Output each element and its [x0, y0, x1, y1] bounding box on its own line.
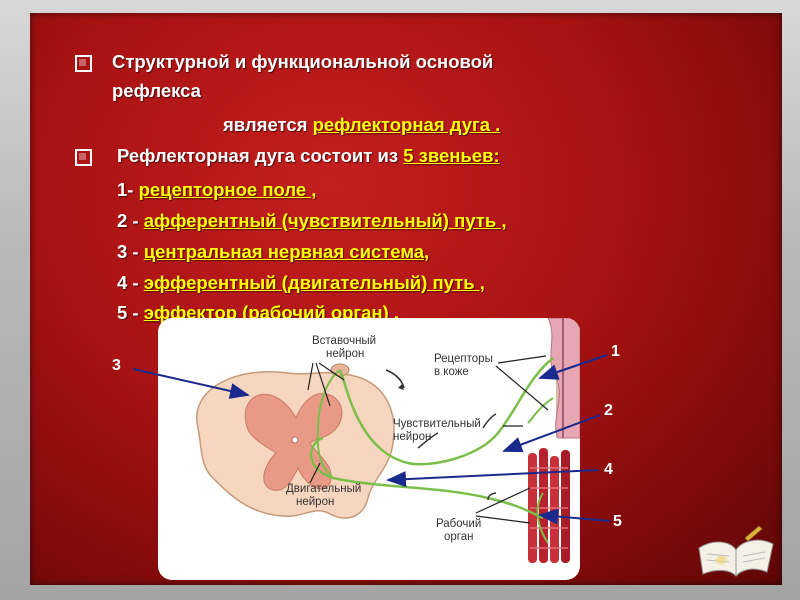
five-links-term: 5 звеньев:: [403, 145, 500, 166]
label-working-organ: Рабочий орган: [436, 518, 482, 543]
bullet-1-line-2: рефлекса: [112, 80, 201, 101]
callout-number-5: 5: [613, 513, 622, 530]
label-skin-receptors: Рецепторы в коже: [434, 353, 493, 378]
list-item-2: 2 - афферентный (чувствительный) путь ,: [117, 210, 507, 231]
label-interneuron: Вставочный нейрон: [312, 335, 377, 360]
open-book-icon: [698, 525, 774, 577]
bullet-2-lead: Рефлекторная дуга состоит из 5 звеньев:: [117, 145, 500, 166]
checkbox-bullet-icon: [75, 55, 92, 72]
callout-number-3: 3: [112, 357, 121, 374]
bullet-1-line-1: Структурной и функциональной основой: [112, 51, 494, 72]
label-sensory-neuron: Чувствительный нейрон: [393, 418, 481, 443]
list-item-1: 1- рецепторное поле ,: [117, 179, 317, 200]
list-item-3: 3 - центральная нервная система,: [117, 241, 430, 262]
reflex-arc-diagram: Вставочный нейрон Рецепторы в коже Чувст…: [158, 318, 580, 580]
list-item-4: 4 - эфферентный (двигательный) путь ,: [117, 272, 485, 293]
label-motor-neuron: Двигательный нейрон: [286, 483, 362, 508]
reflex-arc-term: рефлекторная дуга .: [312, 114, 501, 135]
callout-number-4: 4: [604, 461, 613, 478]
callout-number-1: 1: [611, 343, 620, 360]
bullet-1-line-3: является рефлекторная дуга .: [223, 114, 501, 135]
callout-number-2: 2: [604, 402, 613, 419]
checkbox-bullet-icon: [75, 149, 92, 166]
list-item-5: 5 - эффектор (рабочий орган) .: [117, 302, 400, 323]
